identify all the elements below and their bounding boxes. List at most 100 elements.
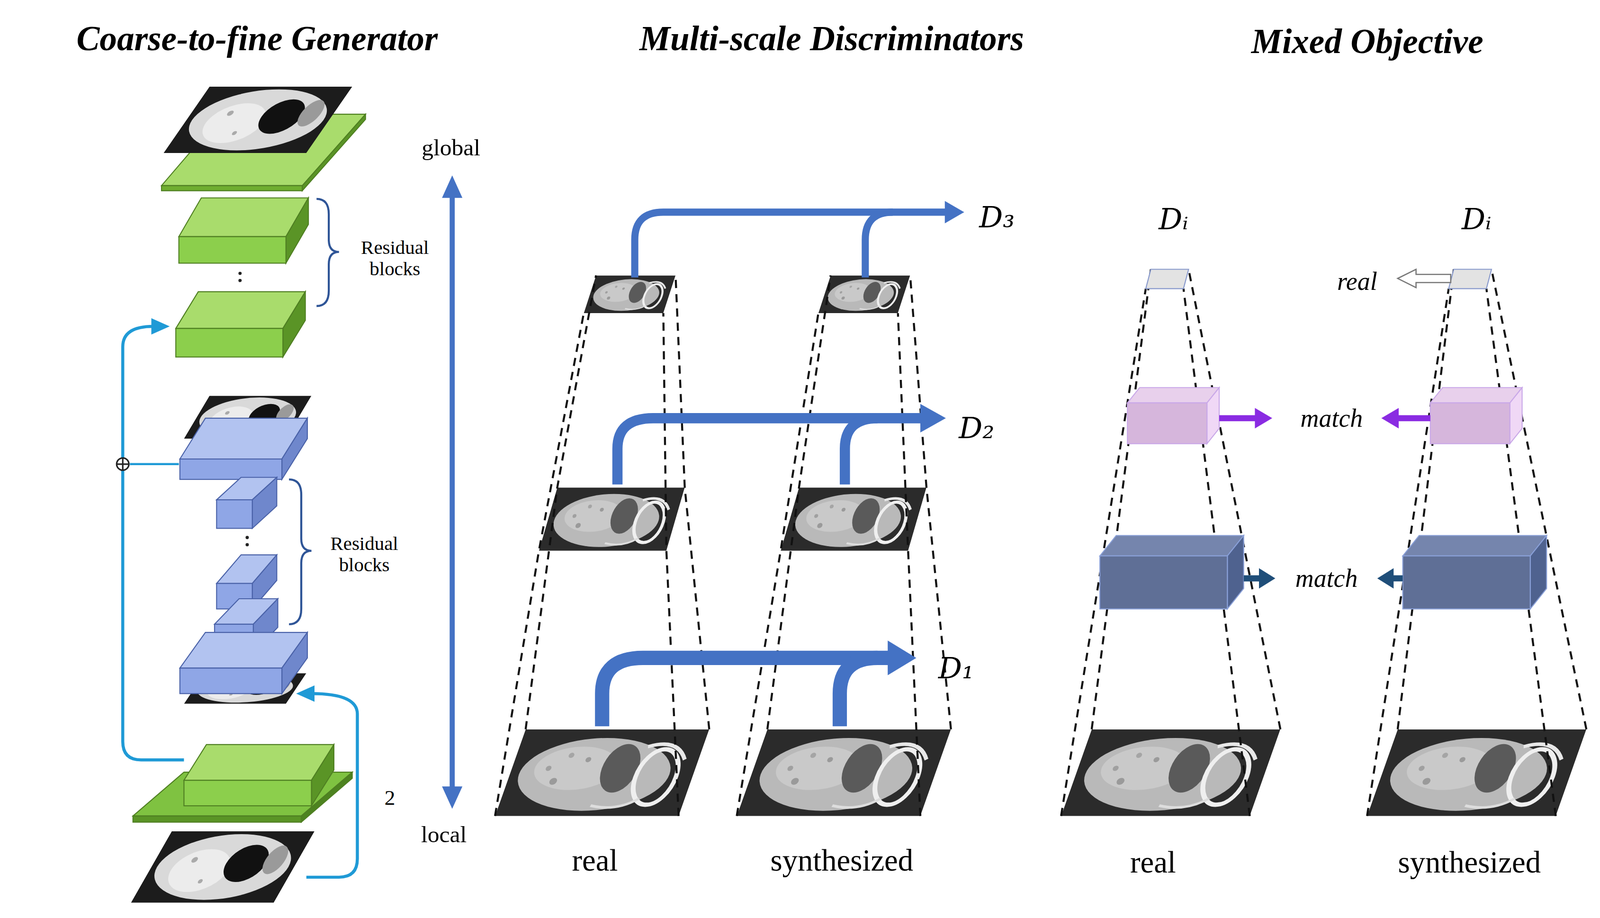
generator-top-slab [161,185,303,191]
feature-map [1448,269,1492,289]
discriminator-arrow [602,657,893,727]
pyramid-dashed-line [1060,269,1587,816]
ellipsis-dots [245,542,249,547]
generator-bottom-slab [183,744,334,781]
ct-image [1060,729,1281,817]
discriminator-arrow [634,212,949,278]
pyramid-dashed-line [898,313,921,817]
feature-map [1530,535,1547,610]
arrowhead [887,200,965,675]
ct-image [494,275,952,816]
skip-arrow [306,693,358,878]
ct-image [163,86,352,153]
feature-map [1099,556,1228,610]
downsample-block [216,499,252,529]
ct-image [130,831,315,903]
discriminator-label: Dᵢ [1158,203,1189,236]
skip-arrow [129,463,179,466]
residual-block [179,236,287,264]
bracket-label: Residual blocks [352,236,437,280]
downsample-block [179,458,282,480]
feature-map [1430,403,1511,444]
real-arrow [1397,269,1451,288]
feature-map [1206,387,1220,444]
pyramid-dashed-line [736,313,818,817]
feature-map [1402,535,1547,557]
sum-symbol [116,458,129,471]
match-arrow [1377,567,1394,589]
ct-image [163,86,352,153]
downsample-block [179,418,308,653]
arrowhead [151,318,315,702]
feature-map [1127,403,1207,444]
discriminator-label: D₂ [958,412,995,445]
arrowhead [887,640,917,675]
residual-block [282,291,306,358]
ct-image [1060,729,1587,817]
pyramid-dashed-line [1091,269,1151,729]
scale-axis-arrow [441,175,463,198]
discriminator-label: D₃ [979,201,1015,234]
discriminator-arrow [844,418,878,485]
arrowhead [944,200,965,224]
sum-symbol [116,458,129,471]
ct-image [1366,729,1587,817]
axis-label: global [421,134,481,162]
section-title: Multi-scale Discriminators [639,19,1025,59]
residual-block [175,197,309,358]
discriminator-arrow [865,212,893,278]
match-arrow [1258,567,1276,589]
generator-bottom-slab [133,816,302,823]
scale-axis-arrow [441,786,463,809]
feature-map [1127,387,1220,403]
discriminator-label: Dᵢ [1461,203,1492,236]
section-title: Coarse-to-fine Generator [76,19,438,59]
pyramid-dashed-line [494,275,952,816]
feature-map [1145,269,1189,289]
image-label: synthesized [1397,845,1541,880]
scale-axis-arrow [441,175,463,809]
pyramid-dashed-line [494,313,584,817]
ct-image [780,487,927,551]
ellipsis-dots [238,278,242,283]
ellipsis-dots [238,271,242,276]
match-arrow [1395,414,1431,422]
match-label: match [1295,564,1358,593]
skip-arrow [122,326,358,878]
pyramid-dashed-line [1491,269,1587,729]
scale-axis-arrow [449,193,455,791]
discriminator-label: D₁ [938,652,974,685]
real-arrow [1397,269,1451,288]
feature-map [1430,387,1523,403]
generator-bottom-slab [311,744,334,806]
sum-symbol [116,458,129,471]
feature-map [1402,556,1531,610]
skip-arrow [122,326,184,760]
match-arrow [1219,407,1431,589]
discriminator-arrow [617,418,924,485]
scale-factor: 2 [384,786,396,810]
ct-image [818,275,911,314]
residual-block [286,197,309,264]
feature-map [1099,535,1244,557]
downsample-block [179,667,282,694]
ellipsis-dots [245,535,249,540]
residual-block [175,328,283,357]
generator-bottom-slab [133,744,353,823]
bracket-label: Residual blocks [322,532,407,576]
pyramid-dashed-line [1188,269,1281,729]
image-label: real [1130,845,1177,880]
ct-image [130,831,315,903]
generator-bottom-slab [183,780,312,806]
downsample-block [179,632,308,694]
downsample-block [252,477,278,529]
feature-map [1227,535,1244,610]
discriminator-arrow [602,212,949,727]
bracket [288,479,312,625]
section-title: Mixed Objective [1251,22,1484,62]
pyramid-dashed-line [663,313,679,817]
bracket [316,198,339,306]
axis-label: local [421,821,467,848]
ct-image [583,275,676,314]
